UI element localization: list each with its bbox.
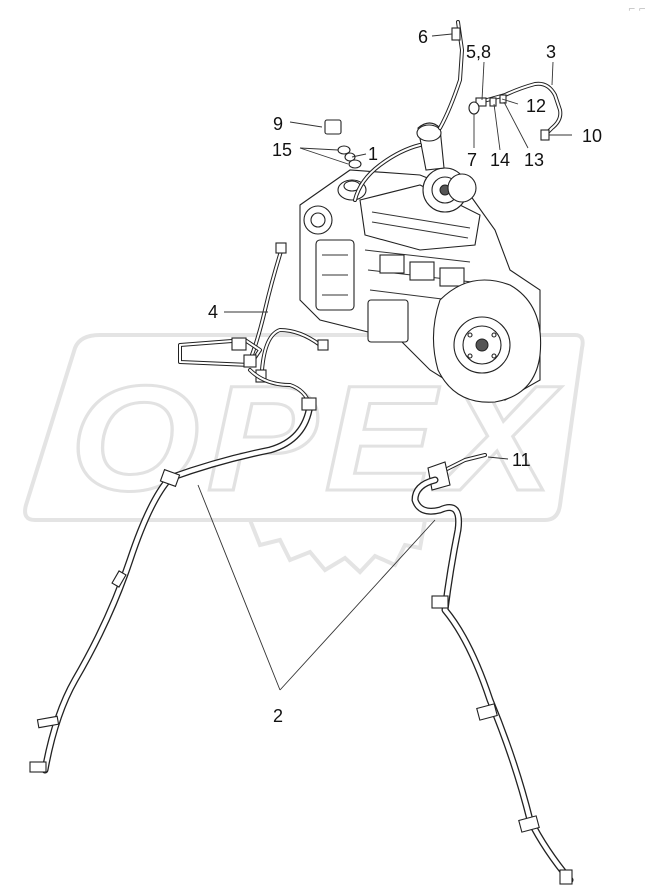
engine-detail-lines xyxy=(364,249,473,343)
callout-3: 3 xyxy=(546,42,556,62)
callout-9: 9 xyxy=(273,114,283,134)
hose-right-2 xyxy=(411,453,574,885)
fuel-return-lines-4 xyxy=(178,242,329,407)
turbocharger xyxy=(416,122,477,213)
leader-lines xyxy=(197,33,572,691)
callout-6: 6 xyxy=(418,27,428,47)
callout-11: 11 xyxy=(512,450,531,470)
callout-10: 10 xyxy=(582,126,602,146)
callout-labels: 1 2 3 4 5,8 6 7 9 10 11 12 13 14 15 xyxy=(208,27,602,726)
callout-12: 12 xyxy=(526,96,546,116)
callout-15: 15 xyxy=(272,140,292,160)
hose-left-2 xyxy=(29,397,317,774)
callout-4: 4 xyxy=(208,302,218,322)
callout-5-8: 5,8 xyxy=(466,42,491,62)
watermark-gear xyxy=(248,519,427,575)
callout-7: 7 xyxy=(467,150,477,170)
callout-13: 13 xyxy=(524,150,544,170)
engine-assembly xyxy=(299,122,542,403)
callout-2: 2 xyxy=(273,706,283,726)
callout-14: 14 xyxy=(490,150,510,170)
callout-1: 1 xyxy=(368,144,378,164)
flywheel-housing xyxy=(432,279,542,403)
fittings-9-15-1 xyxy=(324,119,362,169)
turbo-oil-feed-pipe xyxy=(353,20,464,202)
watermark-logo-frame xyxy=(23,333,585,522)
corner-mark: ⌐ ⌐ xyxy=(628,5,646,15)
